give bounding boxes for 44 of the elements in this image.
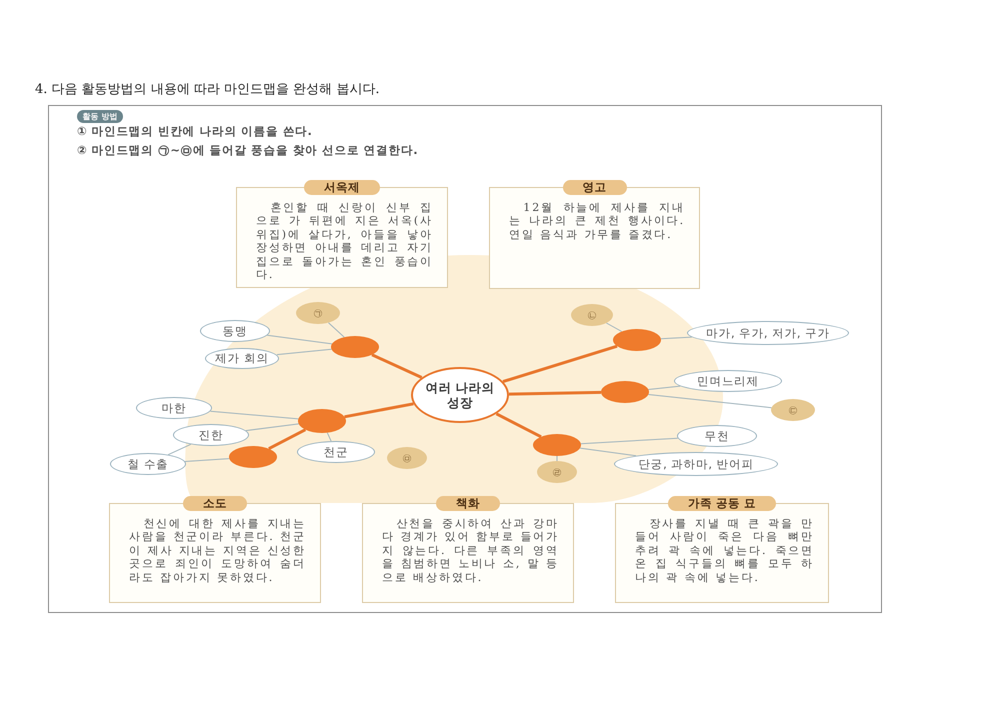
- connector-line: [648, 386, 681, 390]
- instruction-text: ① 마인드맵의 빈칸에 나라의 이름을 쓴다.: [77, 124, 312, 138]
- heading-tag: 소도: [183, 496, 247, 511]
- connector-line: [268, 428, 306, 450]
- connector-line: [210, 410, 299, 420]
- keyword-ellipse: 민며느리제: [674, 370, 782, 392]
- keyword-ellipse: 마한: [136, 397, 212, 419]
- heading-tag: 가족 공동 묘: [668, 496, 776, 511]
- description-text: 혼인할 때 신랑이 신부 집으로 가 뒤편에 지은 서옥(사위집)에 살다가, 아들을 낳아 장성하면 아내를 데리고 자기 집으로 돌아가는 혼인 풍습이다.: [256, 201, 433, 282]
- connector-line: [648, 394, 772, 408]
- instruction-text: ② 마인드맵의 ㉠~㉤에 들어갈 풍습을 찾아 선으로 연결한다.: [77, 143, 418, 157]
- keyword-ellipse: 무천: [677, 425, 757, 447]
- keyword-ellipse: 동맹: [200, 320, 270, 342]
- description-text: 천신에 대한 제사를 지내는 사람을 천군이라 부른다. 천군이 제사 지내는 지역은 신성한 곳으로 죄인이 도망하여 숨더라도 잡아가지 못하였다.: [129, 517, 306, 584]
- connector-line: [328, 322, 345, 338]
- connector-line: [344, 402, 414, 418]
- connector-line: [556, 456, 558, 462]
- connector-line: [184, 458, 230, 462]
- connector-line: [508, 390, 602, 396]
- heading-tag: 영고: [562, 180, 626, 195]
- keyword-ellipse: 마가, 우가, 저가, 구가: [687, 321, 849, 345]
- connector-line: [660, 336, 692, 340]
- description-text: 12월 하늘에 제사를 지내는 나라의 큰 제천 행사이다. 연일 음식과 가무를 즐겼다.: [509, 201, 685, 242]
- question-title: 4. 다음 활동방법의 내용에 따라 마인드맵을 완성해 봅시다.: [35, 81, 380, 98]
- connector-line: [606, 322, 622, 332]
- description-text: 장사를 지낼 때 큰 곽을 만들어 사람이 죽은 다음 뼈만 추려 곽 속에 넣는다. 죽으면 온 집 식구들의 뼈를 모두 하나의 곽 속에 넣는다.: [635, 517, 814, 584]
- description-text: 산천을 중시하여 산과 강마다 경계가 있어 함부로 들어가지 않는다. 다른 부족의 영역을 침범하면 노비나 소, 말 등으로 배상하였다.: [382, 517, 559, 584]
- connector-line: [245, 423, 300, 432]
- connector-line: [326, 432, 332, 442]
- heading-tag: 책화: [436, 496, 500, 511]
- heading-tag: 서옥제: [304, 180, 380, 195]
- connector-line: [502, 344, 618, 384]
- letter-marker: ㉢: [771, 399, 815, 421]
- connector-line: [371, 353, 422, 379]
- keyword-ellipse: 단궁, 과하마, 반어피: [614, 452, 778, 476]
- connector-line: [266, 334, 332, 344]
- connector-line: [168, 444, 192, 456]
- connector-line: [276, 348, 332, 356]
- connector-line: [580, 438, 678, 444]
- keyword-ellipse: 철 수출: [110, 453, 186, 475]
- section-badge: 활동 방법: [77, 110, 123, 123]
- worksheet-frame: [48, 105, 882, 613]
- connector-line: [580, 448, 637, 456]
- connector-line: [496, 412, 542, 438]
